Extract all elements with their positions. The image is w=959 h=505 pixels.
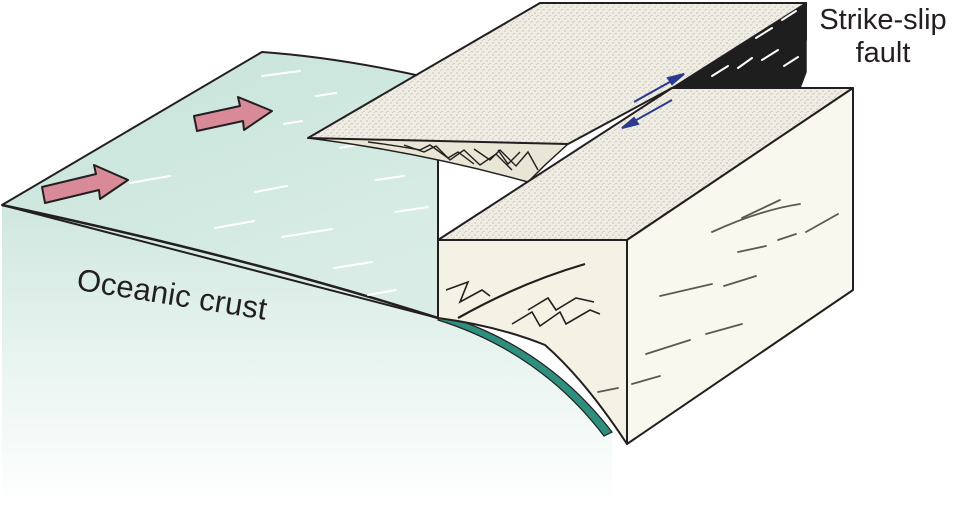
front-block-right-face	[626, 87, 854, 445]
half-arrow-icon	[633, 73, 685, 103]
fault-plane-streaks	[711, 10, 799, 77]
front-block-left-face	[437, 239, 628, 445]
strike-slip-fault-label: Strike-slip fault	[808, 4, 958, 70]
strike-slip-label-line1: Strike-slip	[819, 4, 947, 36]
crust-edge-line	[1, 203, 439, 320]
left-face-structures	[445, 262, 601, 328]
ocean-crust-side	[2, 205, 612, 505]
strike-slip-label-line2: fault	[855, 37, 911, 69]
ramp-folds	[367, 141, 539, 171]
right-face-layers	[597, 199, 839, 393]
right-arrow-icon	[193, 96, 273, 132]
right-arrow-icon	[41, 164, 129, 204]
subducting-slab	[437, 313, 613, 437]
half-arrow-icon	[621, 99, 673, 129]
ocean-streaks	[129, 70, 429, 296]
